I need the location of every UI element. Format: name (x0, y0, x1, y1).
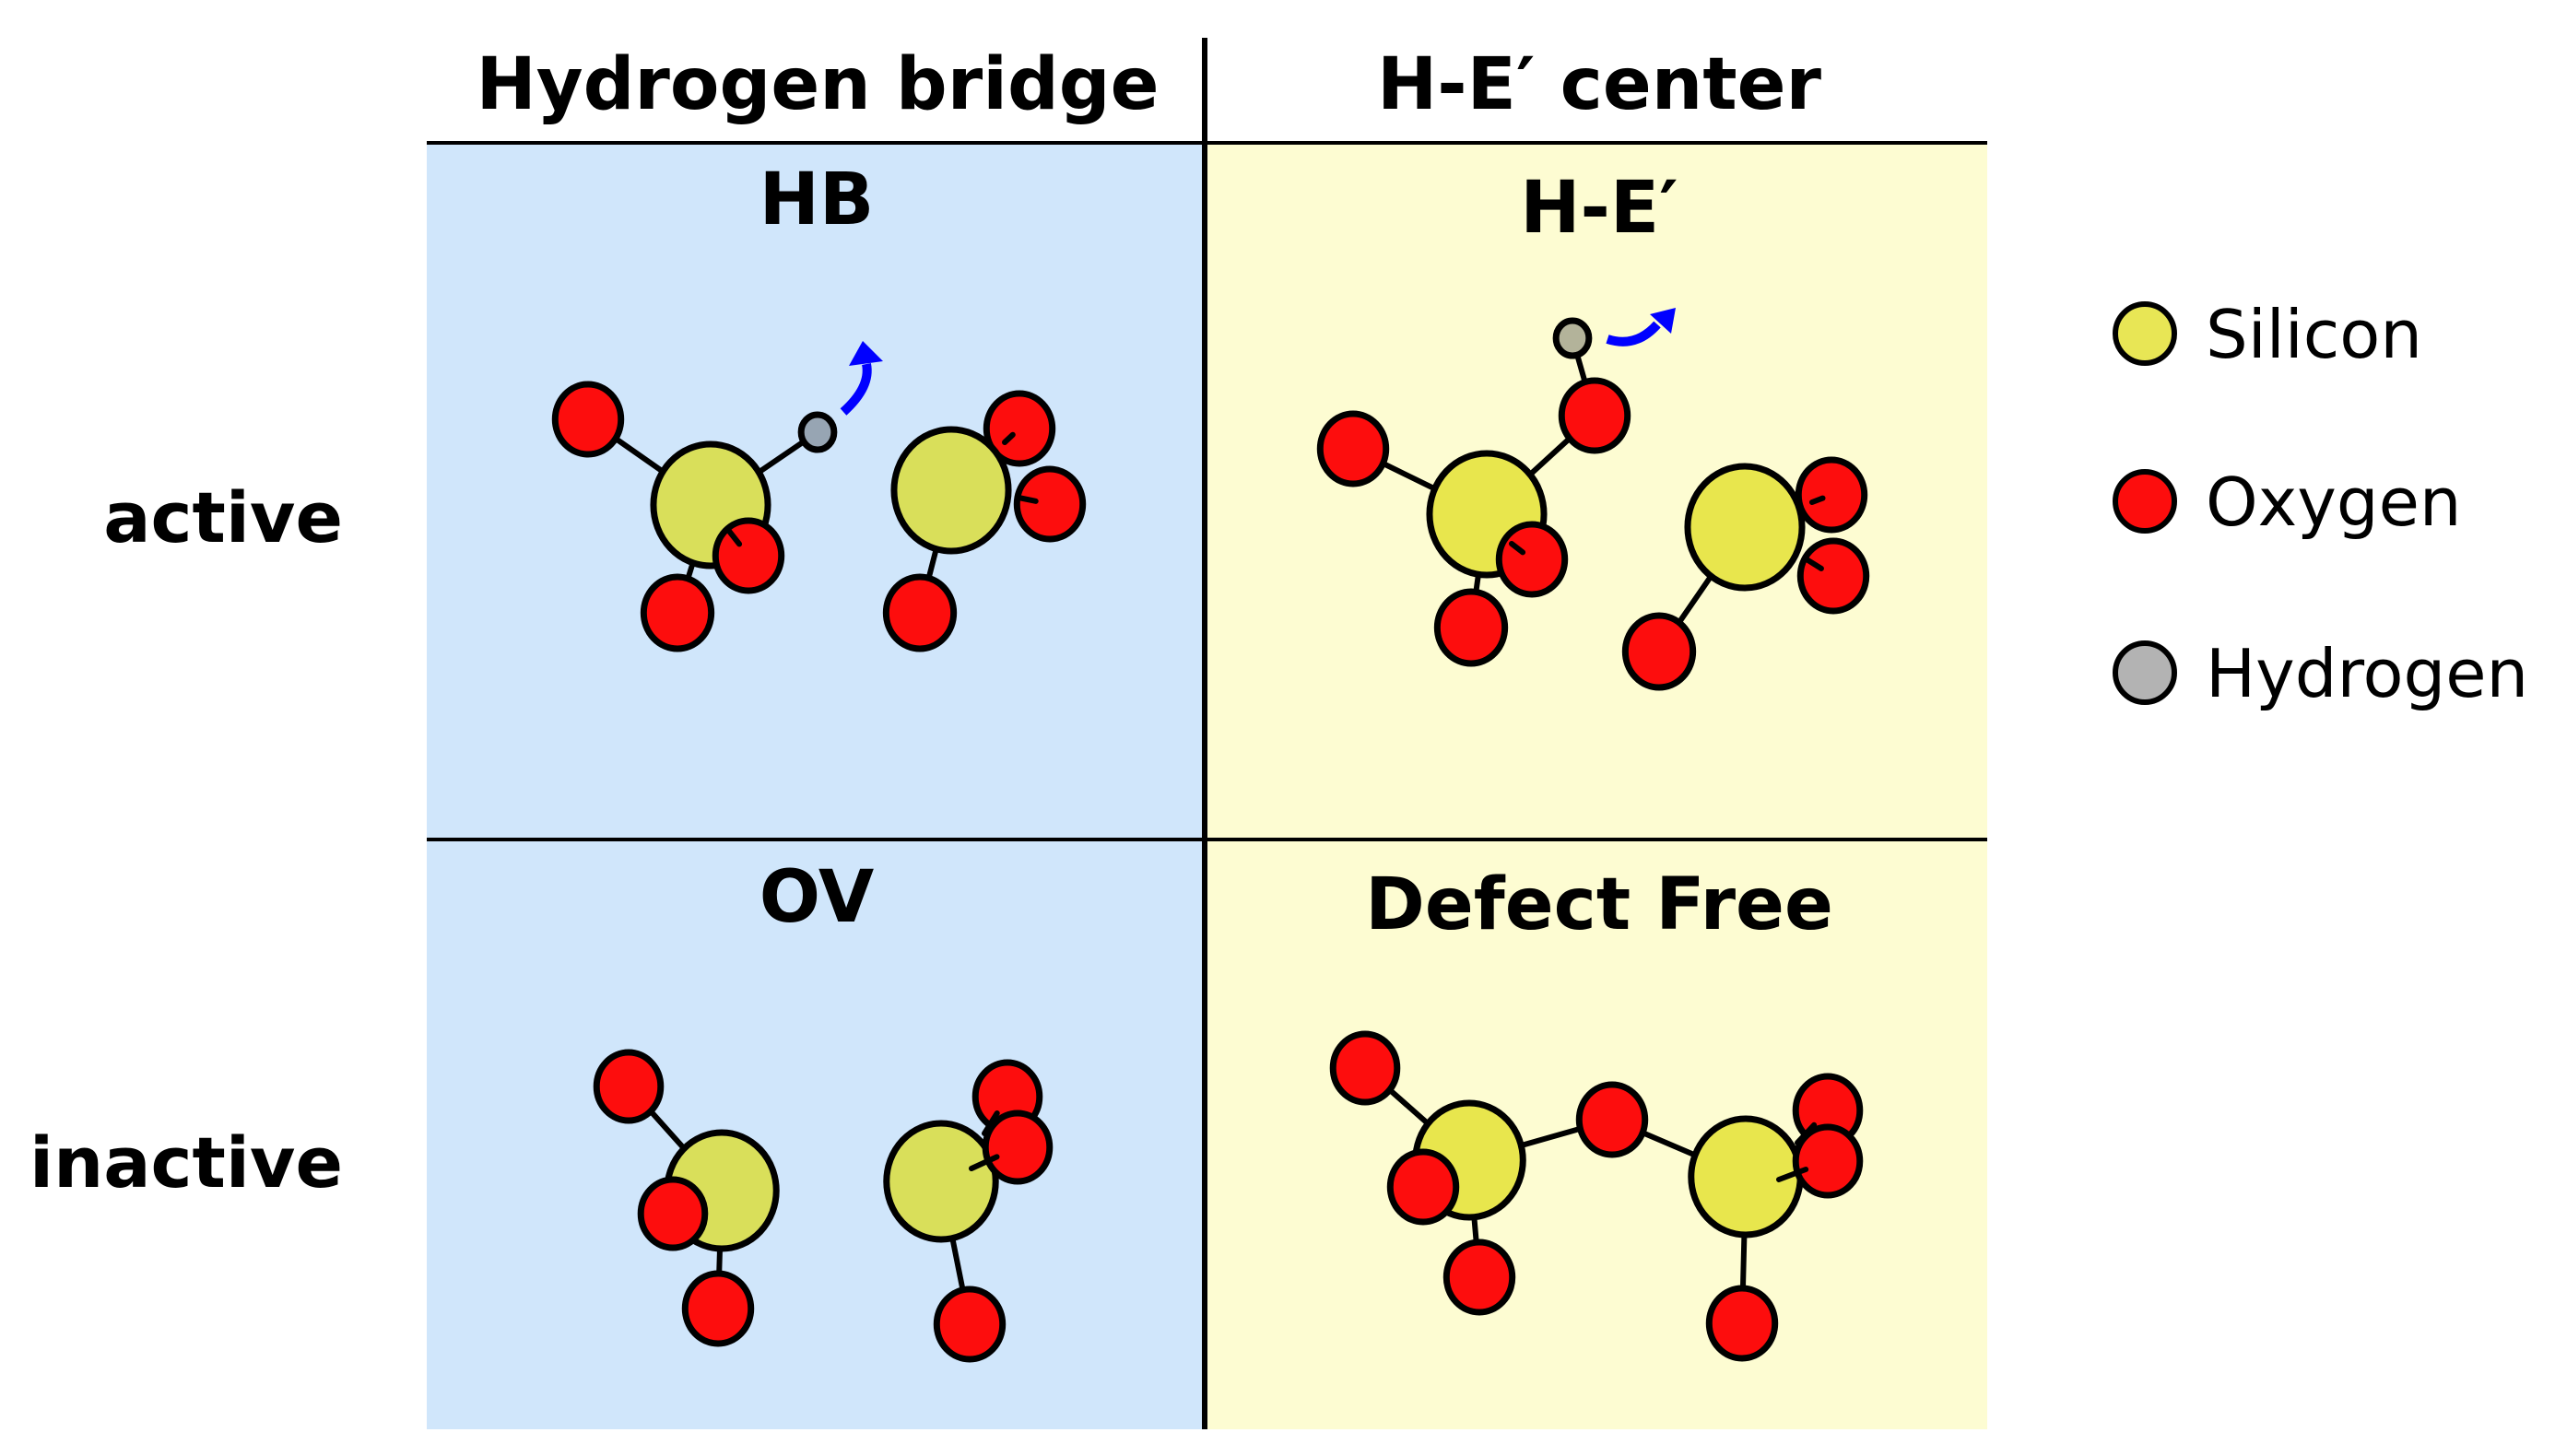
chemical-bond (725, 527, 743, 547)
oxygen-atom (933, 1286, 1007, 1363)
panel-title-hb: HB (759, 159, 875, 241)
chemical-bond (1002, 431, 1016, 445)
hydrogen-atom-icon (2113, 640, 2177, 705)
molecule-hb (551, 341, 1087, 652)
molecule-df (1329, 1030, 1864, 1362)
oxygen-atom (1386, 1148, 1460, 1226)
silicon-atom (890, 426, 1012, 555)
chemical-bond (1809, 495, 1826, 505)
legend: Silicon Oxygen Hydrogen (2113, 296, 2528, 712)
molecule-he (1316, 308, 1870, 691)
hydrogen-atom (797, 411, 838, 453)
hydrogen-release-arrow-icon (840, 341, 883, 416)
oxygen-atom (551, 381, 625, 458)
chemical-bond (1509, 541, 1526, 556)
hydrogen-release-arrow-icon (1606, 308, 1676, 346)
legend-label-oxygen: Oxygen (2206, 464, 2462, 541)
column-header-hydrogen-bridge: Hydrogen bridge (476, 43, 1159, 126)
oxygen-atom (1013, 465, 1087, 543)
oxygen-atom (1558, 377, 1631, 454)
oxygen-atom (637, 1176, 709, 1251)
arrow-shaft (840, 363, 872, 416)
chemical-bond (1804, 557, 1824, 571)
oxygen-atom (1792, 1123, 1864, 1199)
arrow-head (1650, 308, 1676, 334)
chemical-bond (1776, 1167, 1809, 1182)
silicon-atom (883, 1120, 999, 1243)
hydrogen-atom (1552, 317, 1593, 359)
panel-title-he: H-E′ (1520, 167, 1678, 250)
oxygen-atom (1575, 1081, 1649, 1158)
molecule-ov (593, 1049, 1054, 1363)
silicon-atom (1684, 463, 1806, 592)
oxygen-atom-icon (2113, 469, 2177, 534)
panel-title-df: Defect Free (1365, 863, 1833, 946)
oxygen-atom (1795, 456, 1868, 534)
legend-item-oxygen: Oxygen (2113, 464, 2462, 541)
panel-background-hb (427, 145, 1205, 840)
panel-background-ov (427, 840, 1205, 1429)
chemical-bond (982, 1110, 1000, 1136)
chemical-bond (1016, 495, 1039, 504)
column-header-he-center: H-E′ center (1377, 43, 1822, 126)
oxygen-atom (1316, 410, 1390, 487)
chemical-bond (1795, 1121, 1818, 1145)
oxygen-atom (882, 573, 958, 652)
oxygen-atom (640, 573, 715, 652)
oxygen-atom (593, 1049, 665, 1124)
oxygen-atom (1796, 537, 1870, 615)
oxygen-atom (1621, 612, 1697, 691)
row-label-inactive: inactive (29, 1121, 343, 1204)
row-label-active: active (103, 476, 343, 558)
arrow-shaft (1606, 321, 1661, 346)
legend-label-hydrogen: Hydrogen (2206, 635, 2528, 712)
oxygen-atom (1705, 1285, 1779, 1362)
oxygen-atom (681, 1270, 755, 1347)
oxygen-atom (1495, 521, 1569, 598)
oxygen-atom (1329, 1030, 1401, 1106)
oxygen-atom (982, 1110, 1054, 1185)
oxygen-atom (1433, 588, 1509, 667)
chemical-bond (969, 1154, 1000, 1171)
oxygen-atom (983, 390, 1056, 467)
legend-item-hydrogen: Hydrogen (2113, 635, 2528, 712)
oxygen-atom (1442, 1239, 1516, 1316)
legend-item-silicon: Silicon (2113, 296, 2422, 373)
silicon-atom-icon (2113, 301, 2177, 366)
arrow-head (849, 341, 883, 366)
legend-label-silicon: Silicon (2206, 296, 2422, 373)
panel-title-ov: OV (759, 856, 875, 939)
oxygen-atom (712, 517, 785, 594)
